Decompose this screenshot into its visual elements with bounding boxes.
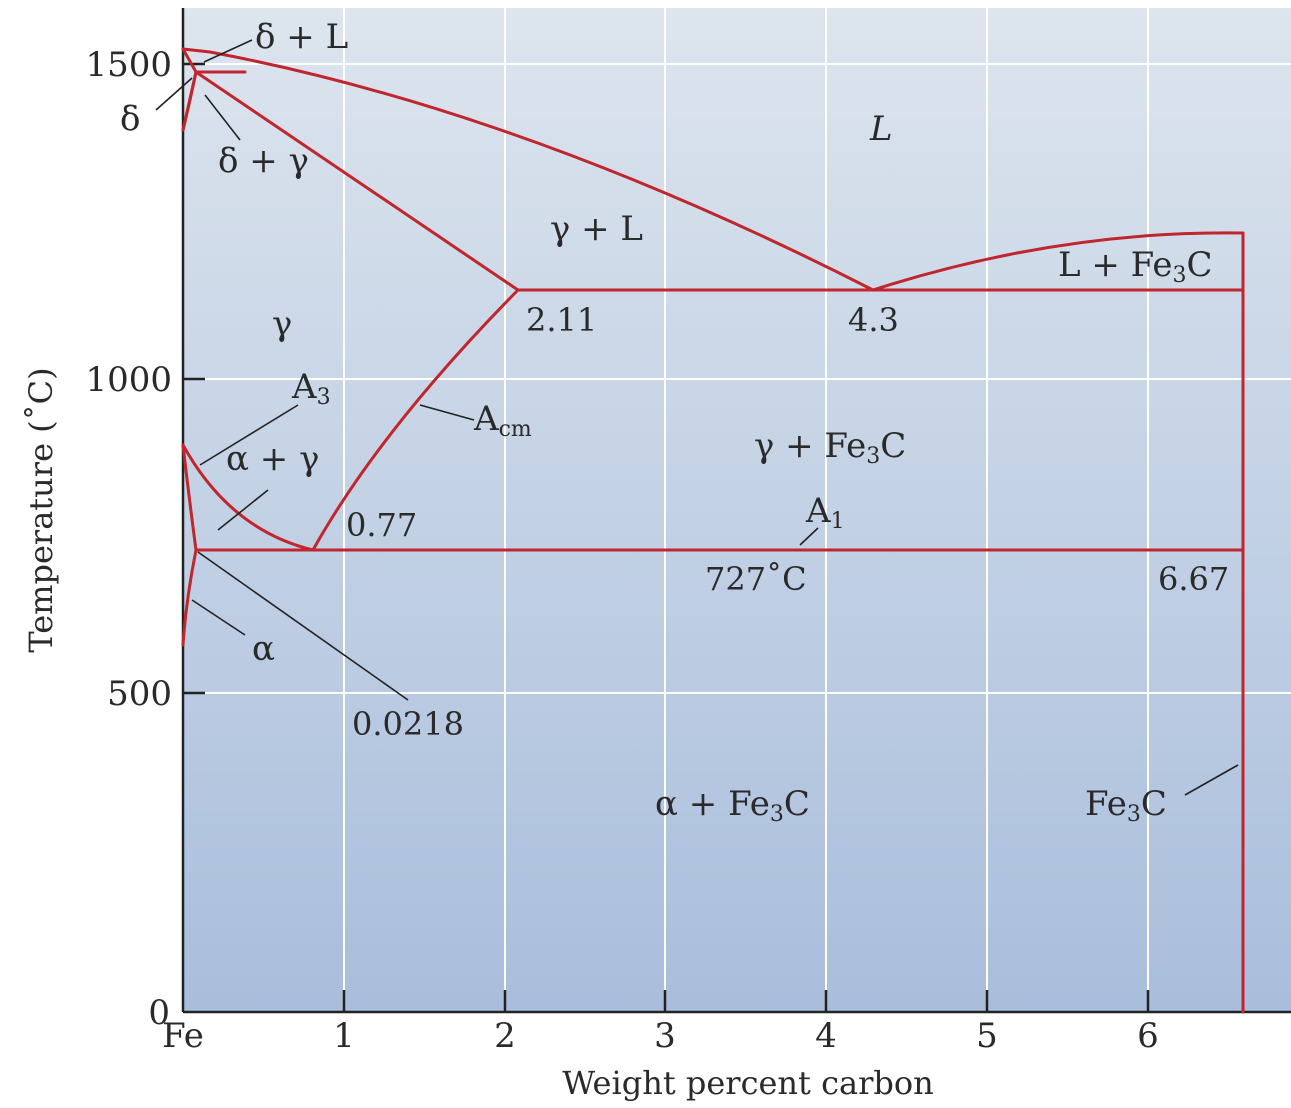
leader-acm: [419, 404, 475, 421]
x-axis-title: Weight percent carbon: [562, 1064, 933, 1102]
label-acm-sub: cm: [499, 417, 532, 442]
label-acm-main: A: [473, 399, 499, 439]
x-tick-label-fe: Fe: [162, 1016, 204, 1056]
y-tick-label-1000: 1000: [85, 360, 172, 400]
y-tick-label-1500: 1500: [85, 45, 172, 85]
liquidus-right-line: [871, 231, 1245, 292]
y-tick-label-500: 500: [107, 674, 172, 714]
region-gamma-cementite: γ + Fe3C: [754, 426, 906, 469]
alpha-alpha-gamma-boundary: [181, 443, 198, 552]
x-tick-label-1: 1: [333, 1016, 355, 1056]
y-axis-title: Temperature (˚C): [22, 367, 60, 652]
solidus-line: [194, 70, 520, 292]
horizontal-grid: [183, 63, 1291, 694]
region-cementite-main: Fe: [1085, 784, 1127, 824]
label-a3: A3: [291, 367, 331, 410]
x-tick-label-4: 4: [815, 1016, 837, 1056]
region-gamma-liquid: γ + L: [550, 209, 643, 249]
region-alpha-cementite: α + Fe3C: [655, 784, 810, 827]
region-alpha-cementite-main: α + Fe: [655, 784, 770, 824]
axis-ticks: [183, 62, 1150, 1012]
label-a1-main: A: [805, 491, 831, 531]
leader-lines: [155, 39, 1239, 796]
x-tick-label-2: 2: [494, 1016, 516, 1056]
region-liquid-cementite-sub: 3: [1173, 263, 1187, 288]
point-label-6-67: 6.67: [1158, 560, 1229, 598]
x-tick-label-5: 5: [976, 1016, 998, 1056]
delta-gamma-lower-boundary: [181, 70, 198, 132]
leader-alpha-gamma: [217, 489, 269, 531]
leader-0-0218: [197, 551, 409, 701]
region-gamma-cementite-end: C: [880, 426, 906, 466]
region-gamma: γ: [272, 304, 292, 344]
region-cementite-end: C: [1141, 784, 1167, 824]
region-liquid: L: [869, 109, 893, 149]
leader-fe3c: [1184, 764, 1239, 796]
alpha-solvus-line: [181, 548, 198, 647]
region-alpha: α: [252, 629, 275, 669]
label-a3-main: A: [291, 367, 317, 407]
leader-delta: [155, 77, 193, 111]
region-liquid-cementite-main: L + Fe: [1058, 245, 1173, 285]
point-label-2-11: 2.11: [526, 301, 597, 339]
label-acm: Acm: [473, 399, 532, 442]
region-gamma-cementite-main: γ + Fe: [754, 426, 866, 466]
region-liquid-cementite: L + Fe3C: [1058, 245, 1213, 288]
leader-a1: [799, 527, 819, 546]
point-label-0-77: 0.77: [346, 506, 417, 544]
region-gamma-cementite-sub: 3: [866, 444, 880, 469]
vertical-grid: [343, 8, 1149, 1012]
axes-frame: [181, 8, 1291, 1014]
phase-boundaries: [181, 47, 1245, 1014]
region-alpha-gamma: α + γ: [226, 439, 319, 479]
region-cementite: Fe3C: [1085, 784, 1167, 827]
point-label-4-3: 4.3: [848, 301, 899, 339]
leader-delta-l: [203, 39, 253, 63]
liquidus-left-line: [181, 47, 875, 292]
region-delta-gamma: δ + γ: [218, 141, 309, 181]
region-delta: δ: [120, 99, 140, 139]
leader-delta-gamma: [204, 94, 241, 141]
label-a1-sub: 1: [831, 509, 845, 534]
plot-background: [183, 8, 1291, 1012]
acm-line: [311, 288, 520, 552]
region-delta-liquid: δ + L: [255, 17, 348, 57]
region-cementite-sub: 3: [1127, 802, 1141, 827]
delta-liquid-boundary: [181, 47, 198, 74]
y-tick-label-0: 0: [148, 993, 170, 1033]
point-label-727c: 727˚C: [705, 560, 807, 598]
leader-a3: [199, 404, 299, 466]
leader-alpha: [191, 599, 246, 636]
x-tick-label-3: 3: [654, 1016, 676, 1056]
label-a3-sub: 3: [317, 385, 331, 410]
region-alpha-cementite-end: C: [784, 784, 810, 824]
point-label-0-0218: 0.0218: [352, 705, 464, 743]
label-a1: A1: [805, 491, 845, 534]
region-alpha-cementite-sub: 3: [770, 802, 784, 827]
x-tick-label-6: 6: [1137, 1016, 1159, 1056]
region-liquid-cementite-end: C: [1187, 245, 1213, 285]
